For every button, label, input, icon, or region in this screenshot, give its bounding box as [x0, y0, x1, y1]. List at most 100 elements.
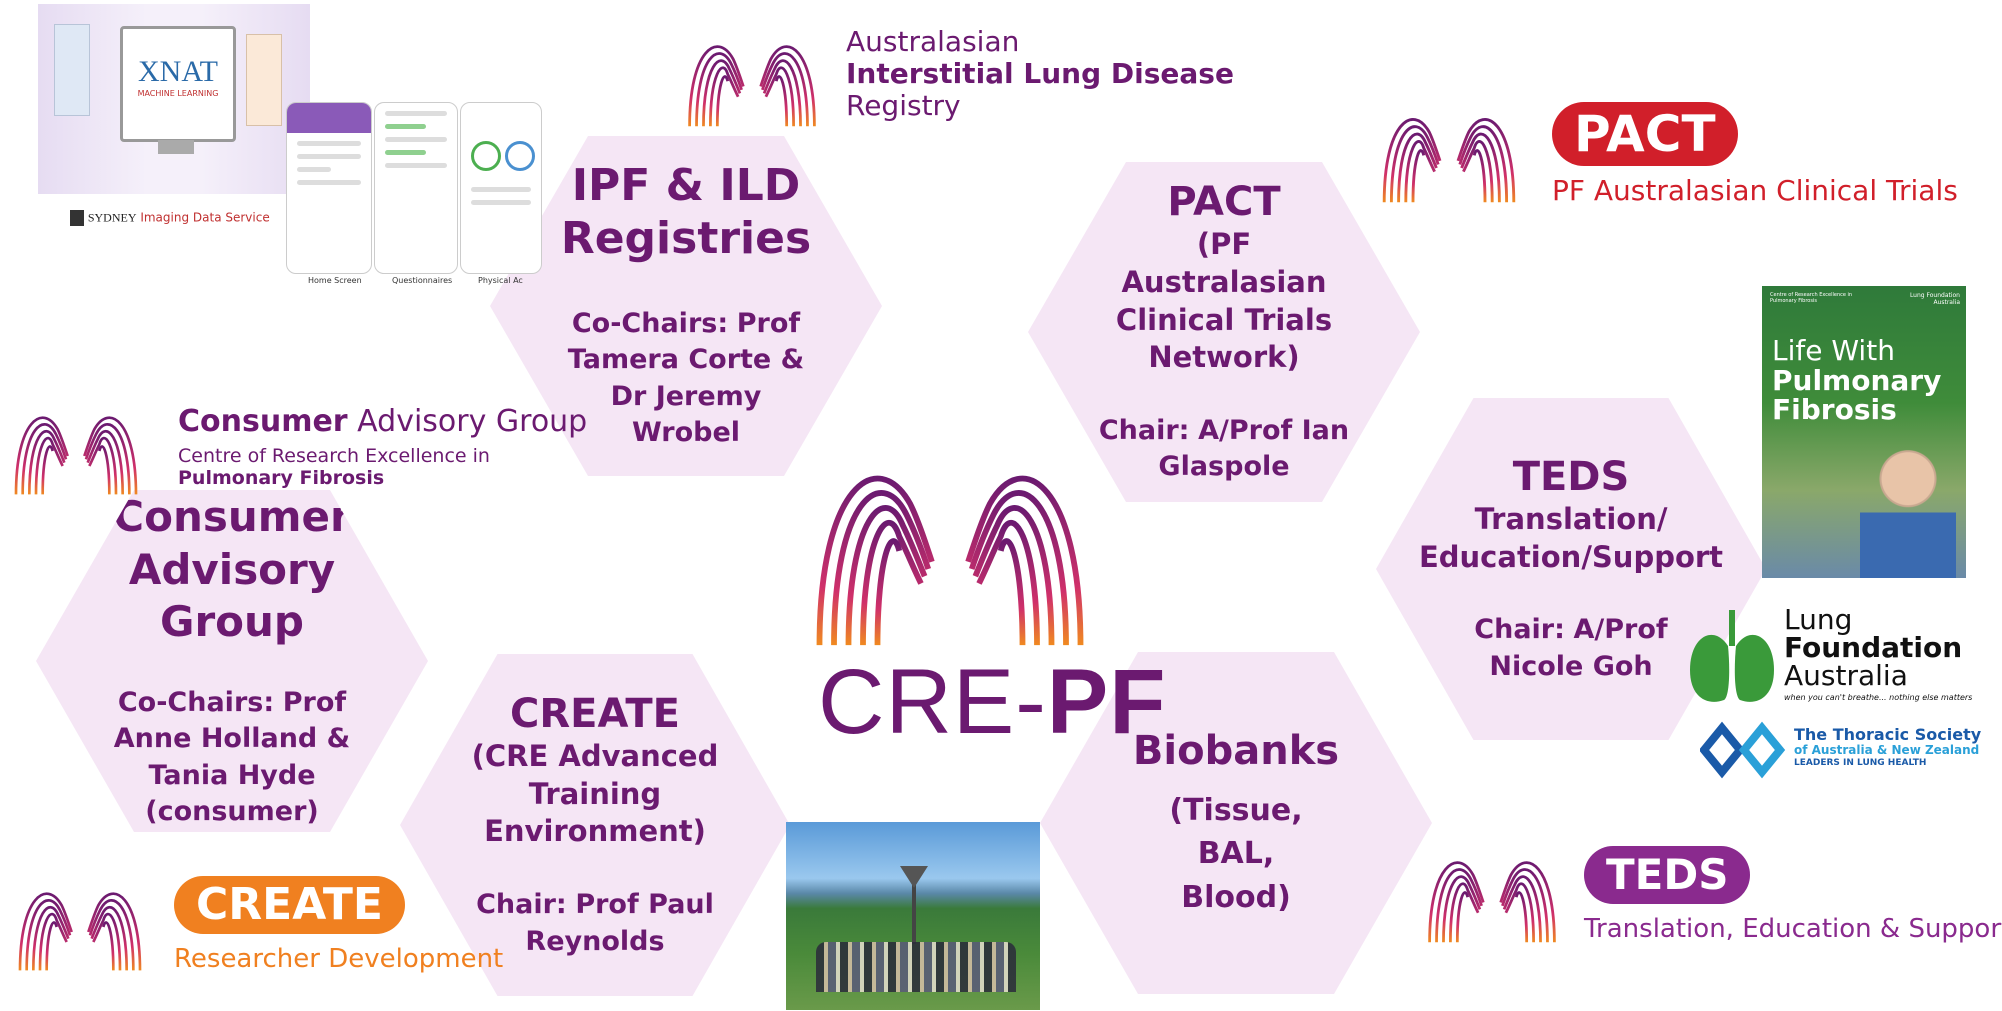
- consumer-line2: Centre of Research Excellence in: [178, 445, 490, 467]
- tsanz-line3: LEADERS IN LUNG HEALTH: [1794, 758, 1927, 769]
- xnat-left-panel: [54, 24, 90, 116]
- app-screen-label-home: Home Screen: [308, 276, 362, 285]
- pact-logo-badge: PACT: [1552, 102, 1738, 166]
- registry-logo-text: Australasian Interstitial Lung Disease R…: [846, 25, 1234, 123]
- booklet-title: Life With Pulmonary Fibrosis: [1772, 334, 1941, 426]
- registry-line2: Interstitial Lung Disease: [846, 57, 1234, 91]
- consumer-logo-text: Consumer Advisory Group Centre of Resear…: [178, 404, 587, 489]
- registry-line3: Registry: [846, 89, 961, 123]
- lfa-tagline: when you can't breathe... nothing else m…: [1784, 693, 1973, 702]
- xnat-monitor: XNAT MACHINE LEARNING: [120, 26, 236, 142]
- registry-logo-mark: [688, 45, 816, 128]
- pact-logo-mark: [1382, 118, 1516, 204]
- teds-logo-tagline: Translation, Education & Support: [1584, 914, 2002, 944]
- chair-names: Prof Anne Holland & Tania Hyde (consumer…: [113, 686, 351, 828]
- xnat-graphic: XNAT MACHINE LEARNING: [38, 4, 310, 194]
- photo-crowd: [816, 942, 1016, 992]
- chair-names: A/Prof Nicole Goh: [1489, 614, 1668, 682]
- pact-logo-tagline: PF Australasian Clinical Trials: [1552, 174, 1958, 207]
- booklet-title3: Fibrosis: [1772, 393, 1897, 426]
- consumer-logo-title: Consumer Advisory Group: [178, 404, 587, 439]
- app-screen-label-activity: Physical Ac: [478, 276, 523, 285]
- chair-label: Co-Chairs:: [117, 686, 275, 718]
- hex-create-chairs: Chair: Prof Paul Reynolds: [466, 887, 724, 960]
- hex-teds-subtitle: Translation/ Education/Support: [1418, 501, 1724, 574]
- pact-badge: PACT: [1552, 102, 1738, 166]
- tsanz-line2: of Australia & New Zealand: [1794, 743, 1980, 758]
- app-screen-label-questionnaires: Questionnaires: [392, 276, 453, 285]
- app-screen-home: [286, 102, 372, 274]
- lung-foundation-text: Lung Foundation Australia when you can't…: [1784, 606, 1972, 702]
- booklet-top-right: Lung Foundation Australia: [1909, 292, 1960, 307]
- consumer-bold: Consumer: [178, 404, 348, 439]
- group-photo: [786, 822, 1040, 1010]
- registry-line1: Australasian: [846, 25, 1020, 58]
- chair-names: Prof Paul Reynolds: [525, 889, 714, 957]
- progress-ring-icon: [471, 141, 501, 171]
- progress-ring-icon: [505, 141, 535, 171]
- cre-text: CRE-: [818, 651, 1047, 753]
- service-name: Imaging Data Service: [140, 210, 270, 225]
- hex-pact: PACT (PF Australasian Clinical Trials Ne…: [1028, 162, 1420, 502]
- cre-pf-logo-mark: [805, 420, 1095, 660]
- app-screen-questionnaires: [374, 102, 458, 274]
- hex-teds-title: TEDS: [1512, 453, 1630, 500]
- create-logo-mark: [18, 892, 142, 972]
- chair-label: Chair:: [476, 889, 567, 921]
- teds-logo-badge: TEDS: [1584, 846, 1751, 904]
- lfa-line1: Lung: [1784, 603, 1853, 636]
- booklet-portrait: [1860, 432, 1956, 578]
- hex-teds-chairs: Chair: A/Prof Nicole Goh: [1432, 612, 1710, 685]
- app-header: [287, 103, 371, 133]
- teds-logo-mark: [1428, 861, 1556, 944]
- thoracic-society-text: The Thoracic Society of Australia & New …: [1794, 725, 1982, 769]
- thoracic-society-icon: [1700, 721, 1786, 779]
- photo-sign: [912, 874, 916, 944]
- chair-label: Co-Chairs:: [571, 307, 729, 339]
- hex-pact-subtitle: (PF Australasian Clinical Trials Network…: [1115, 227, 1333, 375]
- hex-create-title: CREATE: [510, 691, 680, 738]
- pf-text: PF: [1046, 651, 1167, 753]
- create-logo-badge: CREATE: [174, 876, 405, 934]
- hex-pact-title: PACT: [1167, 179, 1281, 226]
- consumer-line3: Pulmonary Fibrosis: [178, 467, 385, 489]
- lung-foundation-icon: [1690, 610, 1774, 702]
- photo-sign-top: [900, 866, 928, 888]
- booklet-cover: Centre of Research Excellence in Pulmona…: [1762, 286, 1966, 578]
- xnat-subtitle: MACHINE LEARNING: [137, 89, 219, 98]
- lfa-line3: Australia: [1784, 659, 1908, 692]
- xnat-title: XNAT: [138, 55, 218, 88]
- hex-consumer-chairs: Co-Chairs: Prof Anne Holland & Tania Hyd…: [98, 685, 366, 831]
- booklet-top-left: Centre of Research Excellence in Pulmona…: [1770, 292, 1853, 304]
- consumer-logo-mark: [14, 416, 138, 496]
- sydney-crest-icon: [70, 210, 84, 226]
- tsanz-line1: The Thoracic Society: [1794, 725, 1982, 744]
- booklet-title2: Pulmonary: [1772, 364, 1942, 397]
- app-screen-activity: [460, 102, 542, 274]
- hex-biobanks-subtitle: (Tissue, BAL, Blood): [1169, 792, 1303, 915]
- xnat-monitor-stand: [158, 140, 194, 154]
- uni-name: SYDNEY: [87, 210, 137, 225]
- hex-pact-chairs: Chair: A/Prof Ian Glaspole: [1096, 413, 1352, 486]
- hex-consumer: Consumer Advisory Group Co-Chairs: Prof …: [36, 490, 428, 832]
- hex-consumer-title: Consumer Advisory Group: [113, 492, 351, 647]
- hex-biobanks-title: Biobanks: [1132, 727, 1340, 774]
- booklet-title1: Life With: [1772, 334, 1895, 367]
- chair-names: Prof Tamera Corte & Dr Jeremy Wrobel: [567, 307, 805, 449]
- cre-pf-wordmark: CRE-PF: [818, 650, 1166, 755]
- consumer-rest: Advisory Group: [357, 404, 588, 439]
- chair-names: A/Prof Ian Glaspole: [1158, 414, 1350, 483]
- create-logo-tagline: Researcher Development: [174, 944, 504, 974]
- lfa-line2: Foundation: [1784, 631, 1963, 664]
- hex-create-subtitle: (CRE Advanced Training Environment): [471, 739, 719, 849]
- xnat-right-panel: [246, 34, 282, 126]
- hex-create: CREATE (CRE Advanced Training Environmen…: [400, 654, 790, 996]
- hex-registries-title: IPF & ILD Registries: [560, 160, 812, 265]
- chair-label: Chair:: [1098, 414, 1190, 446]
- hex-registries-chairs: Co-Chairs: Prof Tamera Corte & Dr Jeremy…: [560, 306, 812, 452]
- hex-biobanks: Biobanks (Tissue, BAL, Blood): [1040, 652, 1432, 994]
- create-badge: CREATE: [174, 876, 405, 934]
- teds-badge: TEDS: [1584, 846, 1751, 904]
- chair-label: Chair:: [1474, 614, 1565, 646]
- xnat-service: SYDNEY Imaging Data Service: [70, 210, 270, 226]
